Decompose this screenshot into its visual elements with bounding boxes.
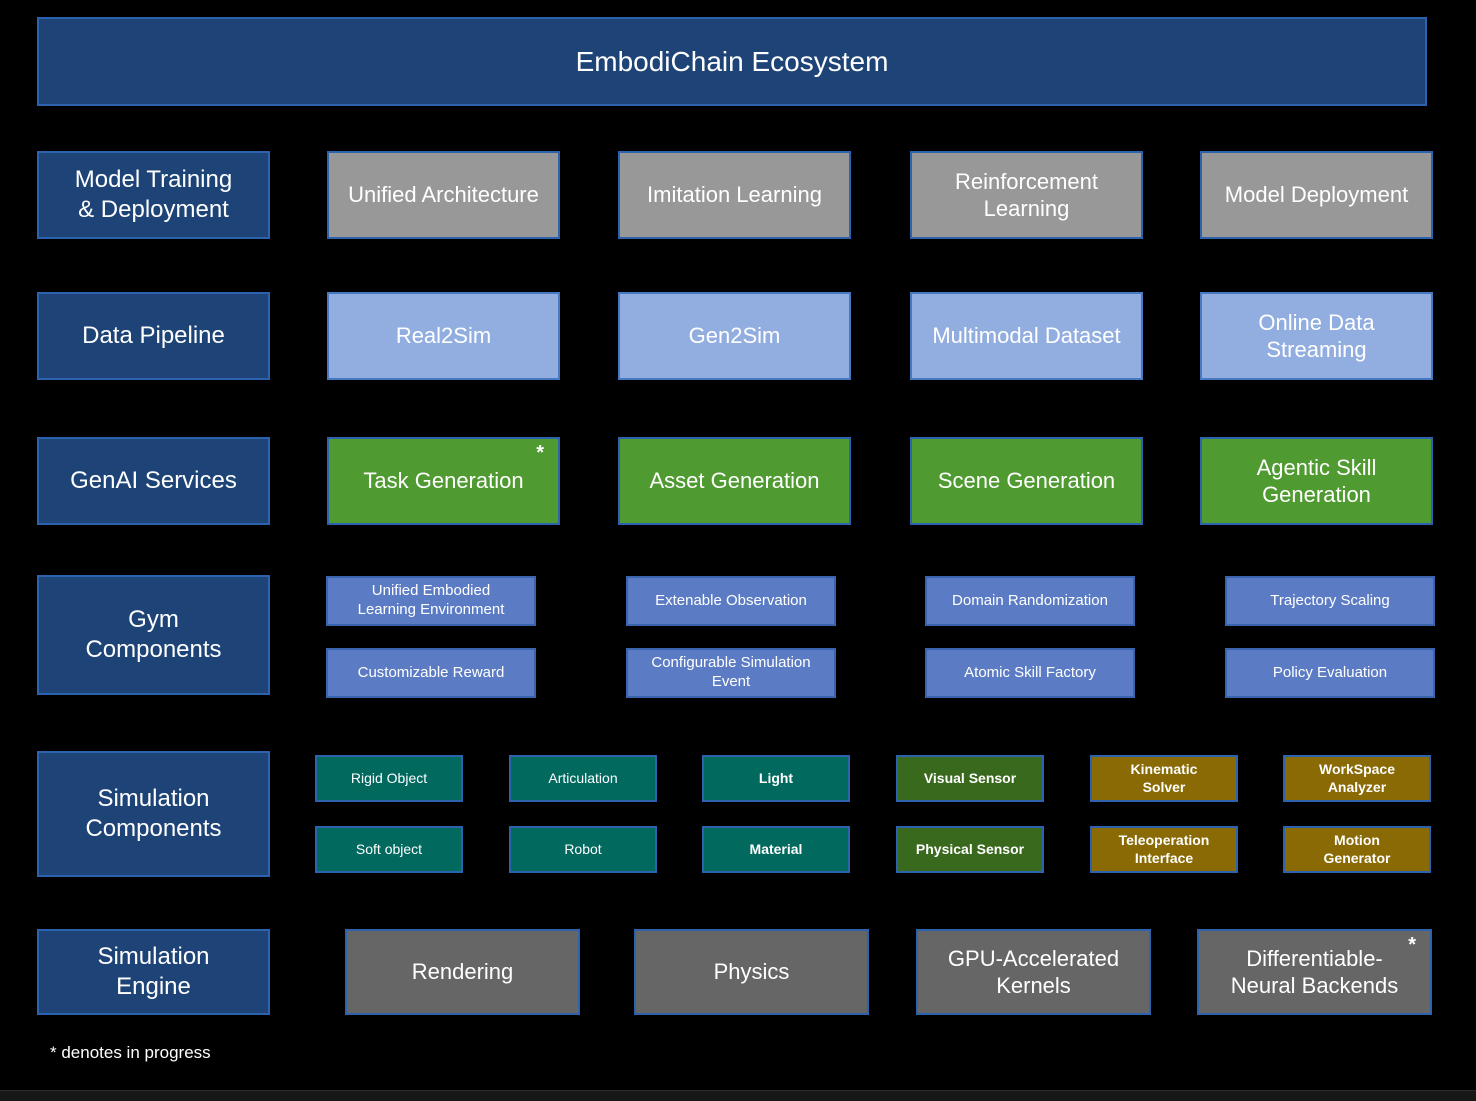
- box-extenable-observation: Extenable Observation: [626, 576, 836, 626]
- box-configurable-simulation-event: Configurable Simulation Event: [626, 648, 836, 698]
- box-unified-embodied-learning-environment: Unified Embodied Learning Environment: [326, 576, 536, 626]
- box-customizable-reward: Customizable Reward: [326, 648, 536, 698]
- box-articulation: Articulation: [509, 755, 657, 802]
- box-rendering: Rendering: [345, 929, 580, 1015]
- box-text: Trajectory Scaling: [1270, 591, 1390, 609]
- box-asset-generation: Asset Generation: [618, 437, 851, 525]
- box-online-data-streaming: Online Data Streaming: [1200, 292, 1433, 380]
- box-text: Gen2Sim: [688, 323, 781, 349]
- box-text: Domain Randomization: [952, 591, 1108, 609]
- box-text: Configurable Simulation Event: [651, 654, 811, 690]
- box-agentic-skill-generation: Agentic Skill Generation: [1200, 437, 1433, 525]
- box-text: Reinforcement Learning: [954, 168, 1099, 222]
- box-gen2sim: Gen2Sim: [618, 292, 851, 380]
- box-soft-object: Soft object: [315, 826, 463, 873]
- box-text: Rigid Object: [350, 769, 428, 786]
- box-text: Imitation Learning: [647, 182, 822, 208]
- bottom-window-edge: [0, 1090, 1476, 1101]
- box-model-deployment: Model Deployment: [1200, 151, 1433, 239]
- in-progress-asterisk: *: [536, 442, 544, 464]
- box-task-generation: Task Generation *: [327, 437, 560, 525]
- box-real2sim: Real2Sim: [327, 292, 560, 380]
- box-atomic-skill-factory: Atomic Skill Factory: [925, 648, 1135, 698]
- box-light: Light: [702, 755, 850, 802]
- box-multimodal-dataset: Multimodal Dataset: [910, 292, 1143, 380]
- box-kinematic-solver: Kinematic Solver: [1090, 755, 1238, 802]
- box-text: Real2Sim: [395, 323, 492, 349]
- box-text: Task Generation: [363, 468, 524, 494]
- box-robot: Robot: [509, 826, 657, 873]
- box-physics: Physics: [634, 929, 869, 1015]
- box-teleoperation-interface: Teleoperation Interface: [1090, 826, 1238, 873]
- box-domain-randomization: Domain Randomization: [925, 576, 1135, 626]
- box-text: Asset Generation: [649, 468, 820, 494]
- box-visual-sensor: Visual Sensor: [896, 755, 1044, 802]
- box-text: Physics: [713, 959, 790, 985]
- box-text: Agentic Skill Generation: [1256, 454, 1377, 508]
- box-text: Model Deployment: [1224, 182, 1409, 208]
- box-text: Multimodal Dataset: [932, 323, 1121, 349]
- box-policy-evaluation: Policy Evaluation: [1225, 648, 1435, 698]
- box-differentiable-neural-backends: Differentiable- Neural Backends *: [1197, 929, 1432, 1015]
- row-label-simulation-components: Simulation Components: [37, 751, 270, 877]
- box-text: GPU-Accelerated Kernels: [947, 945, 1120, 999]
- row-label-model-training-deployment: Model Training & Deployment: [37, 151, 270, 239]
- box-physical-sensor: Physical Sensor: [896, 826, 1044, 873]
- box-scene-generation: Scene Generation: [910, 437, 1143, 525]
- box-reinforcement-learning: Reinforcement Learning: [910, 151, 1143, 239]
- box-text: Articulation: [548, 769, 618, 786]
- box-trajectory-scaling: Trajectory Scaling: [1225, 576, 1435, 626]
- box-text: Extenable Observation: [655, 591, 807, 609]
- box-text: Teleoperation Interface: [1118, 832, 1210, 866]
- row-label-data-pipeline: Data Pipeline: [37, 292, 270, 380]
- box-text: Kinematic Solver: [1130, 761, 1198, 795]
- box-text: Customizable Reward: [357, 663, 505, 681]
- box-text: Soft object: [355, 840, 423, 857]
- box-text: Material: [749, 840, 803, 857]
- box-text: Robot: [564, 840, 602, 857]
- box-motion-generator: Motion Generator: [1283, 826, 1431, 873]
- box-rigid-object: Rigid Object: [315, 755, 463, 802]
- box-gpu-accelerated-kernels: GPU-Accelerated Kernels: [916, 929, 1151, 1015]
- box-text: Differentiable- Neural Backends: [1230, 945, 1399, 999]
- row-label-genai-services: GenAI Services: [37, 437, 270, 525]
- box-text: Motion Generator: [1323, 832, 1391, 866]
- in-progress-asterisk: *: [1408, 934, 1416, 956]
- box-text: Rendering: [411, 959, 514, 985]
- box-text: Online Data Streaming: [1258, 309, 1375, 363]
- box-material: Material: [702, 826, 850, 873]
- box-workspace-analyzer: WorkSpace Analyzer: [1283, 755, 1431, 802]
- box-unified-architecture: Unified Architecture: [327, 151, 560, 239]
- box-text: Visual Sensor: [923, 769, 1017, 786]
- box-text: Scene Generation: [937, 468, 1116, 494]
- box-text: Physical Sensor: [915, 840, 1025, 857]
- box-text: WorkSpace Analyzer: [1319, 761, 1395, 795]
- box-text: Unified Embodied Learning Environment: [357, 582, 505, 618]
- box-imitation-learning: Imitation Learning: [618, 151, 851, 239]
- diagram-title: EmbodiChain Ecosystem: [37, 17, 1427, 106]
- footnote: * denotes in progress: [50, 1043, 211, 1062]
- box-text: Light: [758, 769, 794, 786]
- box-text: Unified Architecture: [348, 182, 539, 208]
- box-text: Policy Evaluation: [1272, 663, 1388, 681]
- box-text: Atomic Skill Factory: [964, 663, 1096, 681]
- row-label-simulation-engine: Simulation Engine: [37, 929, 270, 1015]
- row-label-gym-components: Gym Components: [37, 575, 270, 695]
